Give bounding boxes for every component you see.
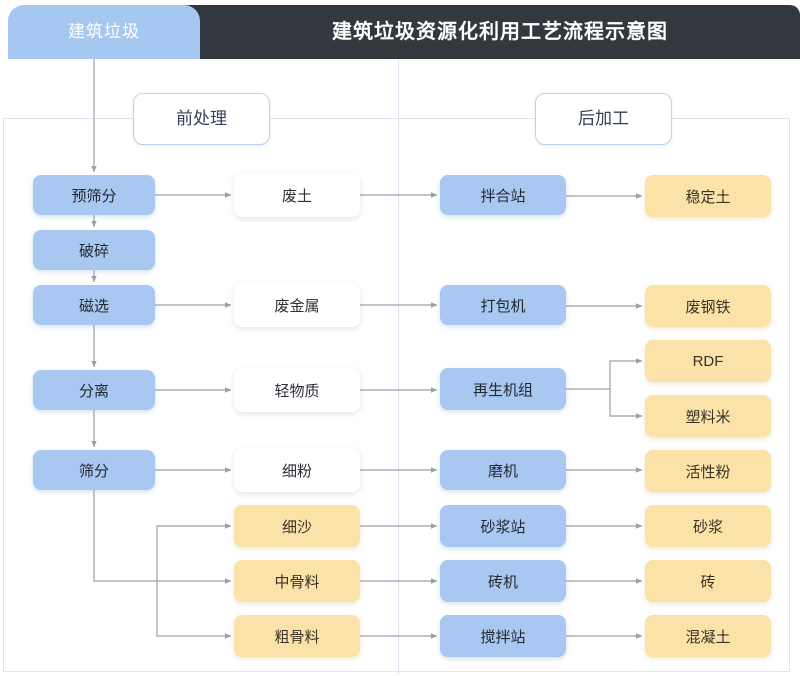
node-regen-unit[interactable]: 再生机组	[440, 368, 566, 410]
node-plastic-pellet[interactable]: 塑料米	[645, 395, 771, 437]
node-coarse-agg[interactable]: 粗骨料	[234, 615, 360, 657]
node-grinder[interactable]: 磨机	[440, 450, 566, 490]
source-tab-construction-waste: 建筑垃圾	[8, 5, 200, 59]
node-mortar-station[interactable]: 砂浆站	[440, 505, 566, 547]
node-mixing-station[interactable]: 拌合站	[440, 175, 566, 215]
node-light-matter[interactable]: 轻物质	[234, 368, 360, 412]
node-fine-sand[interactable]: 细沙	[234, 505, 360, 547]
node-waste-metal[interactable]: 废金属	[234, 283, 360, 327]
diagram-frame	[3, 118, 790, 672]
stage-divider	[398, 60, 399, 674]
node-magnetic[interactable]: 磁选	[33, 285, 155, 325]
node-baler[interactable]: 打包机	[440, 285, 566, 325]
node-brick-machine[interactable]: 砖机	[440, 560, 566, 602]
node-fine-powder[interactable]: 细粉	[234, 448, 360, 492]
node-batching-station[interactable]: 搅拌站	[440, 615, 566, 657]
phase-label-post-processing: 后加工	[535, 93, 672, 145]
node-rdf[interactable]: RDF	[645, 340, 771, 382]
node-waste-soil[interactable]: 废土	[234, 173, 360, 217]
page-title: 建筑垃圾资源化利用工艺流程示意图	[332, 21, 668, 43]
node-scrap-steel[interactable]: 废钢铁	[645, 285, 771, 327]
node-separation[interactable]: 分离	[33, 370, 155, 410]
node-pre-screen[interactable]: 预筛分	[33, 175, 155, 215]
phase-label-pre-processing: 前处理	[133, 93, 270, 145]
node-crush[interactable]: 破碎	[33, 230, 155, 270]
node-active-powder[interactable]: 活性粉	[645, 450, 771, 492]
node-screening[interactable]: 筛分	[33, 450, 155, 490]
node-brick[interactable]: 砖	[645, 560, 771, 602]
node-mortar[interactable]: 砂浆	[645, 505, 771, 547]
node-mid-agg[interactable]: 中骨料	[234, 560, 360, 602]
node-stabilized-soil[interactable]: 稳定土	[645, 175, 771, 217]
node-concrete[interactable]: 混凝土	[645, 615, 771, 657]
